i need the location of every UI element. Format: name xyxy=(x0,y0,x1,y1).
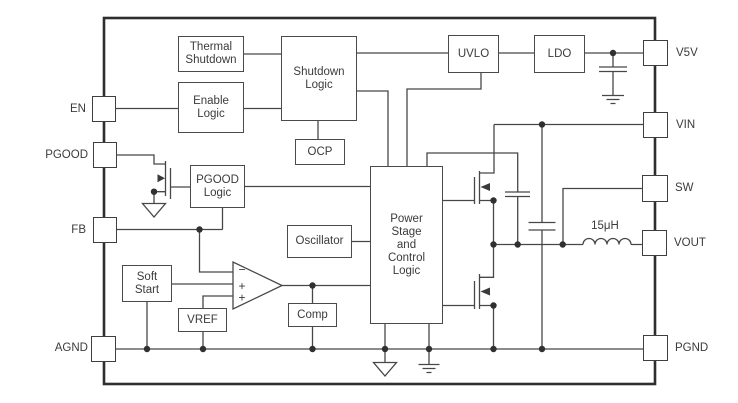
error-amplifier xyxy=(232,260,284,311)
wire-vref-to-opamp xyxy=(202,295,233,308)
block-label: Thermal xyxy=(189,41,233,53)
pin-label-agnd: AGND xyxy=(54,342,88,354)
opamp-plus-sign: + xyxy=(238,279,245,293)
block-label: Oscillator xyxy=(295,235,344,247)
block-uvlo: UVLO xyxy=(448,35,499,73)
pin-label-vin: VIN xyxy=(676,119,696,131)
block-label: LDO xyxy=(547,47,572,60)
block-thermal-shutdown: Thermal Shutdown xyxy=(178,36,244,72)
block-label: Shutdown xyxy=(293,65,345,78)
bootstrap-capacitor xyxy=(426,152,530,245)
block-label: Comp xyxy=(297,308,328,321)
block-soft-start: Soft Start xyxy=(122,265,172,302)
wire-vin-to-hs-fet xyxy=(479,123,643,174)
pin-label-sw: SW xyxy=(675,182,694,194)
block-label: Soft xyxy=(136,270,158,283)
junction-dots xyxy=(143,49,617,353)
block-label: Logic xyxy=(305,78,333,91)
opamp-minus-sign: − xyxy=(238,263,245,277)
inductor-value-label: 15μH xyxy=(591,220,619,232)
pin-fb xyxy=(93,217,117,243)
wire-shutdown-to-powerstage xyxy=(357,90,389,166)
block-label: Start xyxy=(134,283,160,296)
pin-sw xyxy=(642,175,668,202)
block-label: UVLO xyxy=(457,47,490,60)
block-power-stage: Power Stage and Control Logic xyxy=(370,166,443,324)
v5v-earth-ground-icon xyxy=(602,94,624,105)
block-label: VREF xyxy=(187,313,218,326)
analog-ground-icon xyxy=(141,202,167,219)
block-shutdown-logic: Shutdown Logic xyxy=(281,36,357,121)
pin-label-en: EN xyxy=(70,103,86,115)
block-ldo: LDO xyxy=(534,35,585,73)
v5v-capacitor xyxy=(599,53,627,95)
input-capacitor xyxy=(528,124,556,349)
pin-vout xyxy=(642,230,667,256)
earth-ground-icon xyxy=(418,363,440,374)
pin-label-pgood: PGOOD xyxy=(45,149,88,161)
block-label: PGOOD xyxy=(196,173,239,186)
lowside-mosfet xyxy=(443,244,495,349)
pin-pgnd xyxy=(643,335,668,361)
pgood-mosfet xyxy=(116,154,190,204)
pin-vin xyxy=(643,112,668,138)
block-label: Shutdown xyxy=(185,54,237,66)
pin-pgood xyxy=(93,142,117,168)
opamp-plus-sign: + xyxy=(238,291,245,305)
inductor-icon xyxy=(582,237,643,246)
wire-ldo-to-powerstage xyxy=(406,73,482,166)
pin-label-v5v: V5V xyxy=(676,47,698,59)
block-label: and xyxy=(396,238,417,251)
wire-sw-pin xyxy=(562,187,643,245)
highside-mosfet xyxy=(443,171,495,245)
pin-en xyxy=(92,96,116,122)
block-label: Logic xyxy=(197,107,225,120)
block-label: Control xyxy=(387,251,426,264)
pin-agnd xyxy=(91,336,116,362)
wire-fb-to-opamp xyxy=(198,229,233,273)
block-label: OCP xyxy=(307,145,333,158)
pin-label-fb: FB xyxy=(71,224,86,236)
analog-ground-icon xyxy=(372,361,398,378)
wire-opamp-to-powerstage xyxy=(282,284,370,303)
block-enable-logic: Enable Logic xyxy=(178,82,244,133)
mosfet-arrow-icon xyxy=(157,174,165,183)
block-label: Power xyxy=(390,212,423,225)
block-label: Enable xyxy=(193,94,229,107)
block-label: Logic xyxy=(203,186,232,199)
wire-fb-to-pgoodlogic xyxy=(116,208,224,231)
pin-v5v xyxy=(643,40,668,66)
block-ocp: OCP xyxy=(295,139,345,165)
block-label: Logic xyxy=(392,264,421,277)
mosfet-arrow-icon xyxy=(480,183,490,191)
pin-label-vout: VOUT xyxy=(674,237,706,249)
block-oscillator: Oscillator xyxy=(287,225,352,258)
pin-label-pgnd: PGND xyxy=(675,342,709,354)
block-vref: VREF xyxy=(178,308,227,332)
mosfet-arrow-icon xyxy=(480,287,490,296)
block-comp: Comp xyxy=(288,303,337,327)
block-pgood-logic: PGOOD Logic xyxy=(190,165,245,208)
block-label: Stage xyxy=(391,225,422,238)
